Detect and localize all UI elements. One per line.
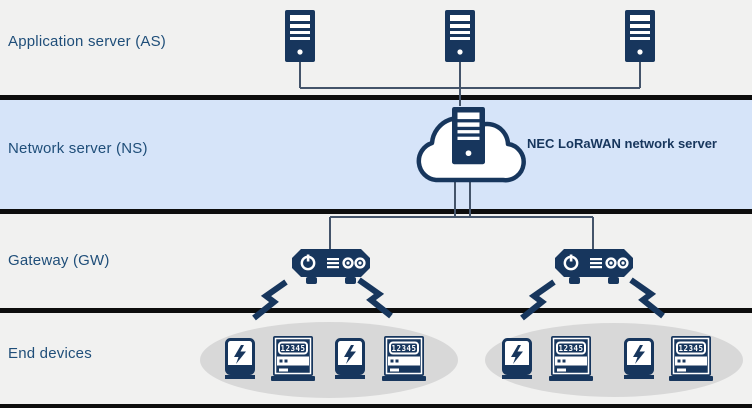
application-server-icon-2 (445, 10, 475, 62)
gateway-icon-left (290, 247, 372, 286)
gateway-icon-right (553, 247, 635, 286)
network-server-cloud-icon (416, 107, 526, 183)
meter-display-readout: 12345 (280, 344, 305, 353)
layer-divider-as-ns (0, 95, 752, 100)
application-server-icon-3 (625, 10, 655, 62)
layer-divider-gw-end (0, 308, 752, 313)
meter-display-readout: 12345 (558, 344, 583, 353)
radio-link-bolt-icon-2 (359, 280, 391, 316)
as-to-ns-connector-lines (299, 62, 641, 106)
flash-device-icon-3 (500, 338, 534, 381)
radio-link-bolt-icon-4 (631, 280, 663, 316)
radio-link-bolt-icon-3 (522, 282, 554, 318)
meter-device-icon-2 (381, 335, 427, 382)
meter-device-icon-3 (548, 335, 594, 382)
application-server-icon-1 (285, 10, 315, 62)
meter-device-icon-4 (668, 335, 714, 382)
nec-lorawan-network-server-label: NEC LoRaWAN network server (527, 136, 717, 151)
ns-to-gw-connector-lines (329, 176, 594, 250)
network-server-layer-label: Network server (NS) (8, 140, 148, 157)
layer-divider-bottom (0, 404, 752, 408)
meter-device-icon-1 (270, 335, 316, 382)
flash-device-icon-1 (223, 338, 257, 381)
layer-divider-ns-gw (0, 209, 752, 214)
radio-link-bolt-icon-1 (254, 282, 286, 318)
end-devices-layer-label: End devices (8, 345, 92, 362)
meter-display-readout: 12345 (678, 344, 703, 353)
meter-display-readout: 12345 (391, 344, 416, 353)
application-server-layer-label: Application server (AS) (8, 33, 166, 50)
network-server-band (0, 100, 752, 209)
gateway-layer-label: Gateway (GW) (8, 252, 110, 269)
flash-device-icon-4 (622, 338, 656, 381)
flash-device-icon-2 (333, 338, 367, 381)
